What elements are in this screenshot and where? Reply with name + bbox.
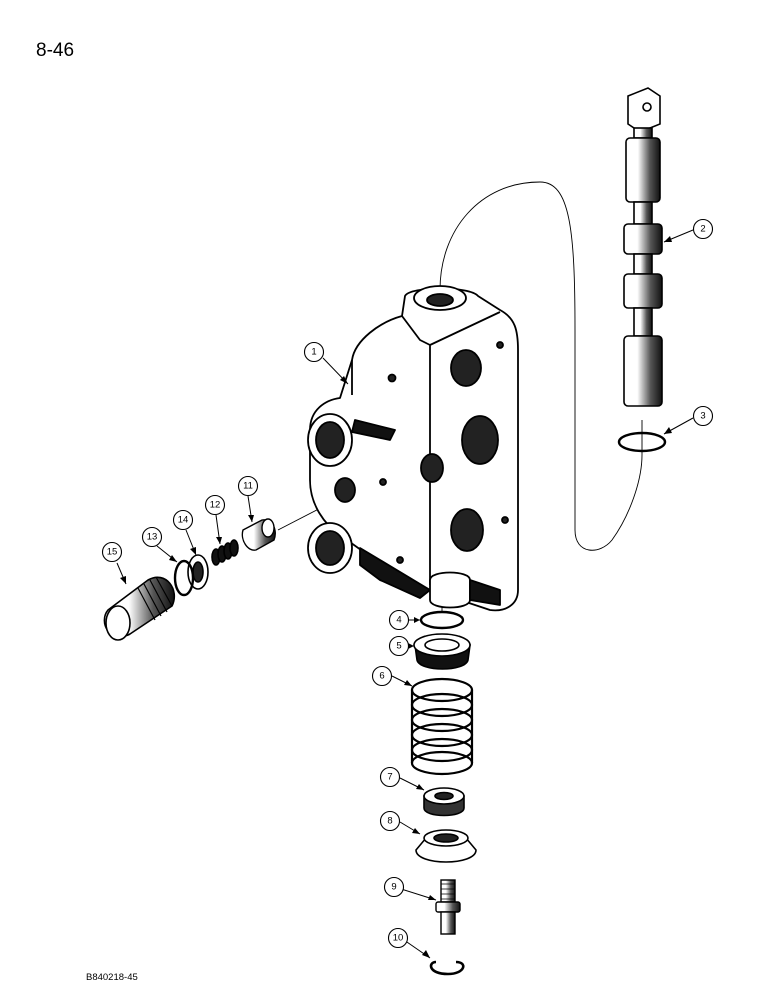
spool <box>623 87 663 407</box>
retainer-8 <box>415 829 477 863</box>
figure-code: B840218-45 <box>86 972 138 983</box>
callout-number: 2 <box>700 224 705 235</box>
callout-4: 4 <box>388 609 410 631</box>
callout-number: 1 <box>311 347 316 358</box>
washer-5 <box>413 633 471 670</box>
callout-number: 10 <box>393 933 404 944</box>
callout-2: 2 <box>692 218 714 240</box>
callout-3: 3 <box>692 405 714 427</box>
o-ring-13 <box>173 559 195 597</box>
page-number: 8-46 <box>36 40 75 61</box>
callout-5: 5 <box>388 635 410 657</box>
callout-9: 9 <box>383 876 405 898</box>
callout-14: 14 <box>172 509 194 531</box>
callout-number: 14 <box>178 515 189 526</box>
spring-12 <box>211 539 239 566</box>
callout-number: 6 <box>379 671 384 682</box>
leader-arrowheads <box>120 236 672 958</box>
bolt-9 <box>435 879 461 935</box>
callout-12: 12 <box>204 494 226 516</box>
callout-number: 11 <box>243 481 253 492</box>
callout-10: 10 <box>387 927 409 949</box>
ring-14 <box>187 554 209 590</box>
o-ring-4 <box>419 610 465 630</box>
callout-number: 5 <box>396 641 401 652</box>
callout-1: 1 <box>303 341 325 363</box>
valve-body <box>307 285 519 612</box>
o-ring-3 <box>617 431 667 453</box>
plunger-11 <box>241 518 276 551</box>
washer-7 <box>423 787 465 817</box>
callout-13: 13 <box>141 526 163 548</box>
callout-11: 11 <box>237 475 259 497</box>
callout-15: 15 <box>101 541 123 563</box>
callout-number: 13 <box>147 532 158 543</box>
spring-6 <box>410 677 474 776</box>
callout-6: 6 <box>371 665 393 687</box>
callout-number: 12 <box>210 500 221 511</box>
callouts: 1 2 3 4 5 6 7 8 9 10 11 12 13 14 15 <box>101 218 714 949</box>
snap-ring-10 <box>429 960 465 976</box>
callout-number: 3 <box>700 411 705 422</box>
callout-7: 7 <box>379 766 401 788</box>
callout-number: 15 <box>107 547 118 558</box>
callout-number: 8 <box>387 816 392 827</box>
callout-number: 4 <box>396 615 401 626</box>
callout-number: 9 <box>391 882 396 893</box>
callout-8: 8 <box>379 810 401 832</box>
plug-15 <box>103 576 175 641</box>
callout-number: 7 <box>387 772 392 783</box>
